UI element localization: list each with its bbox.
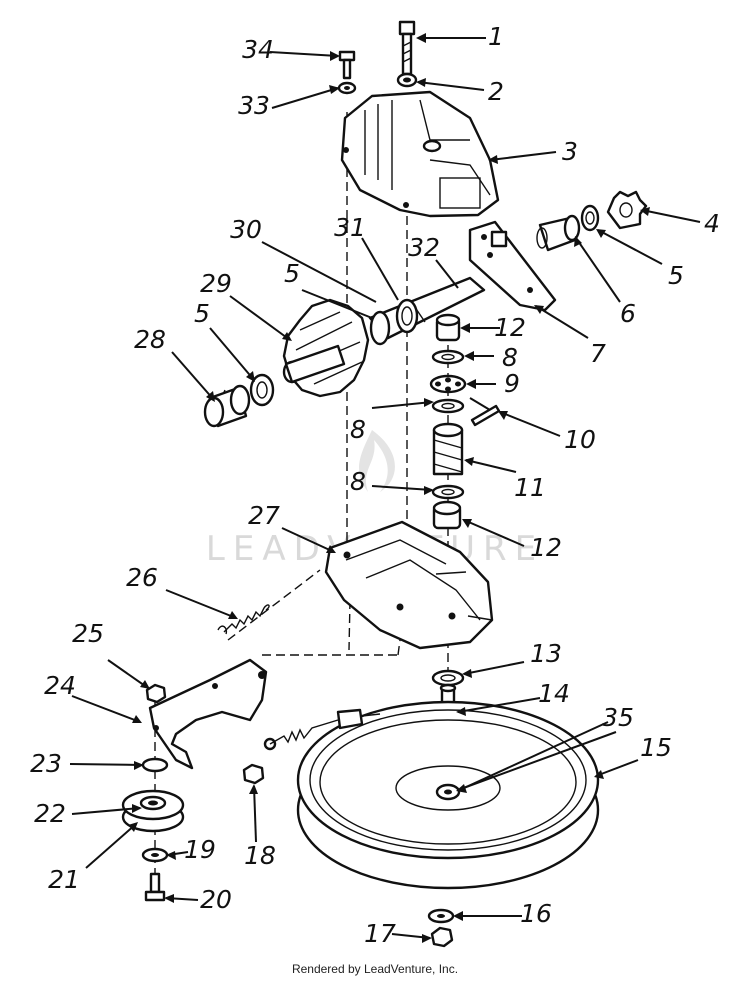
callout-15: 15	[640, 733, 672, 762]
part-8-washer-3[interactable]	[431, 484, 465, 500]
part-31-bearing[interactable]	[395, 298, 419, 334]
part-5-thrust-washer-right[interactable]	[580, 204, 600, 232]
callout-12-lower: 12	[530, 533, 562, 562]
part-34-screw[interactable]	[338, 50, 356, 80]
callout-34: 34	[242, 35, 274, 64]
part-10-pin[interactable]	[470, 404, 501, 427]
callout-30: 30	[230, 215, 262, 244]
callout-28: 28	[134, 325, 166, 354]
callout-35: 35	[602, 703, 634, 732]
part-4-sprocket[interactable]	[606, 190, 648, 230]
part-25-nut[interactable]	[145, 683, 167, 704]
callout-7: 7	[590, 339, 606, 368]
part-35-hub[interactable]	[435, 783, 461, 801]
part-27-lower-housing[interactable]	[324, 520, 494, 650]
callout-2: 2	[488, 77, 504, 106]
part-1-bolt[interactable]	[398, 20, 416, 76]
callout-31: 31	[334, 213, 366, 242]
leader-lines	[69, 33, 701, 943]
callout-22: 22	[34, 799, 66, 828]
callout-9: 9	[504, 369, 520, 398]
part-20-bolt[interactable]	[144, 872, 166, 902]
part-8-washer-1[interactable]	[431, 349, 465, 365]
callout-24: 24	[44, 671, 76, 700]
part-16-washer[interactable]	[427, 908, 455, 924]
part-11-worm-gear[interactable]	[432, 422, 464, 476]
part-19-washer[interactable]	[141, 847, 169, 863]
part-29-gear[interactable]	[282, 298, 370, 398]
callout-5-left: 5	[194, 299, 210, 328]
part-22-bearing[interactable]	[139, 795, 167, 811]
callout-5-shaft: 5	[284, 259, 300, 288]
callout-6: 6	[620, 299, 636, 328]
callout-1: 1	[488, 22, 504, 51]
part-5-washer-shaft[interactable]	[369, 310, 391, 346]
callout-23: 23	[30, 749, 62, 778]
callout-13: 13	[530, 639, 562, 668]
part-28-bushing[interactable]	[203, 384, 251, 428]
part-3-upper-housing[interactable]	[340, 90, 500, 218]
part-12-bushing-lower[interactable]	[432, 500, 462, 530]
callout-12-upper: 12	[494, 313, 526, 342]
callout-14: 14	[538, 679, 570, 708]
part-15-pulley[interactable]	[296, 700, 600, 890]
callout-19: 19	[184, 835, 216, 864]
part-6-bushing[interactable]	[536, 214, 581, 252]
callout-4: 4	[704, 209, 720, 238]
callout-11: 11	[514, 473, 546, 502]
callout-5-right: 5	[668, 261, 684, 290]
part-8-washer-2[interactable]	[431, 398, 465, 414]
callout-25: 25	[72, 619, 104, 648]
callout-10: 10	[564, 425, 596, 454]
callout-26: 26	[126, 563, 158, 592]
part-2-lock-washer[interactable]	[396, 72, 418, 88]
part-23-washer[interactable]	[141, 757, 169, 773]
part-9-thrust-bearing[interactable]	[429, 374, 467, 394]
part-5-washer-left[interactable]	[249, 373, 275, 407]
callout-33: 33	[238, 91, 270, 120]
callout-labels: 1 2 3 4 5 6 7 8 9 10 11 12 12 13 14 15 1…	[30, 22, 720, 948]
render-credit: Rendered by LeadVenture, Inc.	[291, 962, 459, 976]
callout-20: 20	[200, 885, 232, 914]
callout-8-lower: 8	[350, 467, 366, 496]
callout-29: 29	[200, 269, 232, 298]
part-24-idler-bracket[interactable]	[148, 658, 277, 770]
callout-8-upper: 8	[502, 343, 518, 372]
callout-18: 18	[244, 841, 276, 870]
part-17-nut[interactable]	[430, 926, 454, 948]
callout-21: 21	[48, 865, 80, 894]
part-18-nut[interactable]	[242, 763, 265, 785]
part-12-bushing-upper[interactable]	[435, 313, 461, 342]
part-7-plate[interactable]	[468, 220, 557, 312]
callout-17: 17	[364, 919, 396, 948]
callout-32: 32	[408, 233, 440, 262]
callout-27: 27	[248, 501, 280, 530]
callout-3: 3	[562, 137, 578, 166]
part-26-spring[interactable]	[217, 604, 270, 635]
part-idler-cable[interactable]	[269, 708, 381, 745]
part-33-washer[interactable]	[337, 81, 357, 95]
callout-8-mid: 8	[350, 415, 366, 444]
callout-16: 16	[520, 899, 552, 928]
part-13-bearing[interactable]	[431, 669, 465, 687]
